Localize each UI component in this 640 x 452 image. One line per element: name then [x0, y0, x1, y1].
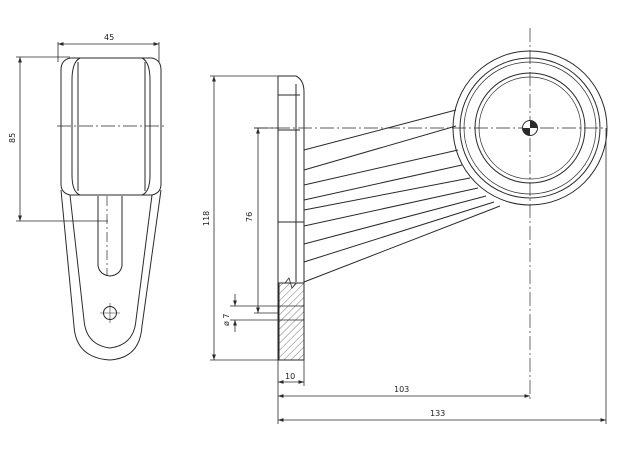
front-view-center-mark — [522, 120, 538, 136]
front-view-arm-rib-9 — [303, 205, 501, 283]
side-view-body-outer — [60, 57, 162, 196]
dimension-118-label: 118 — [202, 211, 211, 226]
front-view-break-line — [278, 277, 304, 289]
center-mark-quadrant-3 — [522, 128, 530, 136]
front-view-arm-rib-4 — [303, 164, 463, 201]
dimension-10 — [277, 360, 305, 424]
front-view-arm-rib-2 — [303, 125, 457, 171]
side-view-arm-outer — [60, 189, 162, 361]
front-view-arm-rib-8 — [303, 201, 495, 263]
dimension-133-label: 133 — [430, 409, 445, 418]
side-view-neck — [97, 196, 123, 277]
front-view-arm-rib-6 — [303, 187, 479, 227]
side-view-ring-right — [141, 57, 151, 196]
front-view-hatched-section — [278, 282, 305, 361]
front-view-arm-rib-3 — [303, 149, 459, 186]
side-view — [57, 57, 166, 361]
dimension-76-label: 76 — [245, 212, 254, 222]
dimension-103-label: 103 — [394, 385, 409, 394]
dimension-7-label: ø 7 — [222, 313, 231, 326]
front-view-arm-rib-7 — [303, 195, 487, 245]
center-mark-quadrant-1 — [530, 120, 538, 128]
dimension-45-label: 45 — [104, 33, 114, 42]
front-view-base-plate — [277, 75, 305, 361]
dimension-45 — [57, 42, 160, 62]
front-view — [254, 28, 608, 400]
dimension-76 — [254, 127, 279, 314]
dimension-118 — [210, 75, 278, 361]
side-view-ring-left — [71, 57, 81, 196]
dimension-133 — [278, 128, 607, 424]
side-view-arm-inner — [69, 194, 153, 349]
dimension-10-label: 10 — [285, 372, 295, 381]
dimension-85 — [16, 56, 108, 222]
front-view-arm-rib-5 — [303, 177, 471, 211]
dimension-85-label: 85 — [8, 133, 17, 143]
front-view-arm-rib-1 — [303, 109, 457, 151]
dimension-diameter-7 — [230, 294, 304, 332]
